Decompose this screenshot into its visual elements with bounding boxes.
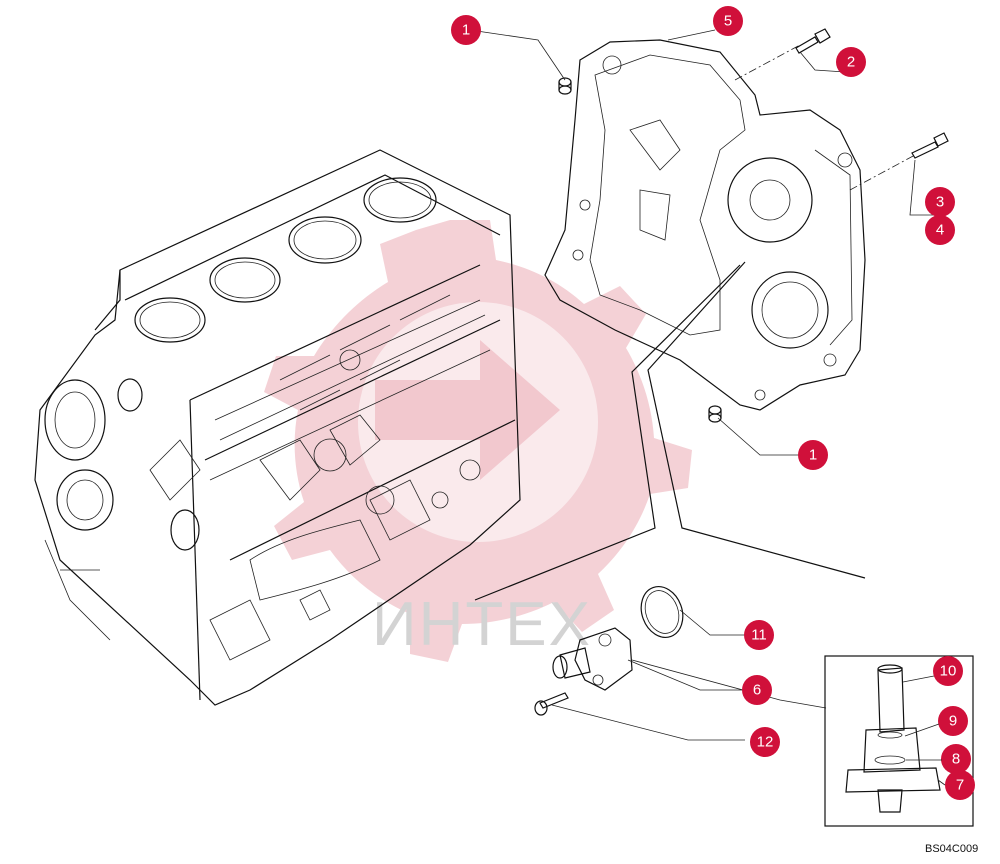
callout-6: 6: [742, 675, 772, 705]
o-ring-seal: [640, 586, 684, 638]
svg-text:4: 4: [936, 222, 944, 239]
svg-text:5: 5: [724, 13, 732, 30]
inset-leaders: [902, 675, 946, 786]
dowel-pin-bottom: [708, 405, 722, 423]
svg-text:9: 9: [949, 713, 957, 730]
callout-1-bottom: 1: [798, 440, 828, 470]
svg-text:2: 2: [847, 54, 855, 71]
callout-4: 4: [925, 215, 955, 245]
callout-5: 5: [713, 6, 743, 36]
callout-markers: 1 5 2 3 4 1 11 6: [451, 6, 975, 800]
svg-text:8: 8: [952, 751, 960, 768]
engine-block: [34, 149, 521, 706]
callout-2: 2: [836, 47, 866, 77]
tensioner-assembly: [552, 627, 633, 691]
callout-10: 10: [933, 656, 963, 686]
bolt-top: [795, 28, 831, 54]
callout-8: 8: [941, 744, 971, 774]
callout-11: 11: [744, 620, 774, 650]
callout-9: 9: [938, 706, 968, 736]
svg-text:1: 1: [809, 447, 817, 464]
bolt-right: [911, 132, 949, 159]
svg-text:7: 7: [956, 777, 964, 794]
watermark-text: ИНТЕХ: [372, 590, 592, 659]
svg-text:12: 12: [757, 734, 774, 751]
svg-text:1: 1: [462, 22, 470, 39]
bolt-tensioner: [534, 692, 569, 716]
svg-text:6: 6: [753, 682, 761, 699]
svg-text:3: 3: [936, 194, 944, 211]
leader-lines: [469, 29, 935, 741]
dowel-pin-top: [558, 77, 572, 95]
callout-12: 12: [750, 727, 780, 757]
svg-text:10: 10: [940, 663, 957, 680]
svg-text:11: 11: [751, 627, 767, 644]
watermark-logo: ИНТЕХ: [264, 220, 692, 662]
alignment-lines: [734, 44, 916, 191]
callout-7: 7: [945, 770, 975, 800]
inset-detail-box: [824, 655, 974, 827]
callout-3: 3: [925, 187, 955, 217]
callout-1-top: 1: [451, 15, 481, 45]
front-cover-plate: [544, 39, 866, 411]
drawing-code: BS04C009: [925, 843, 978, 855]
